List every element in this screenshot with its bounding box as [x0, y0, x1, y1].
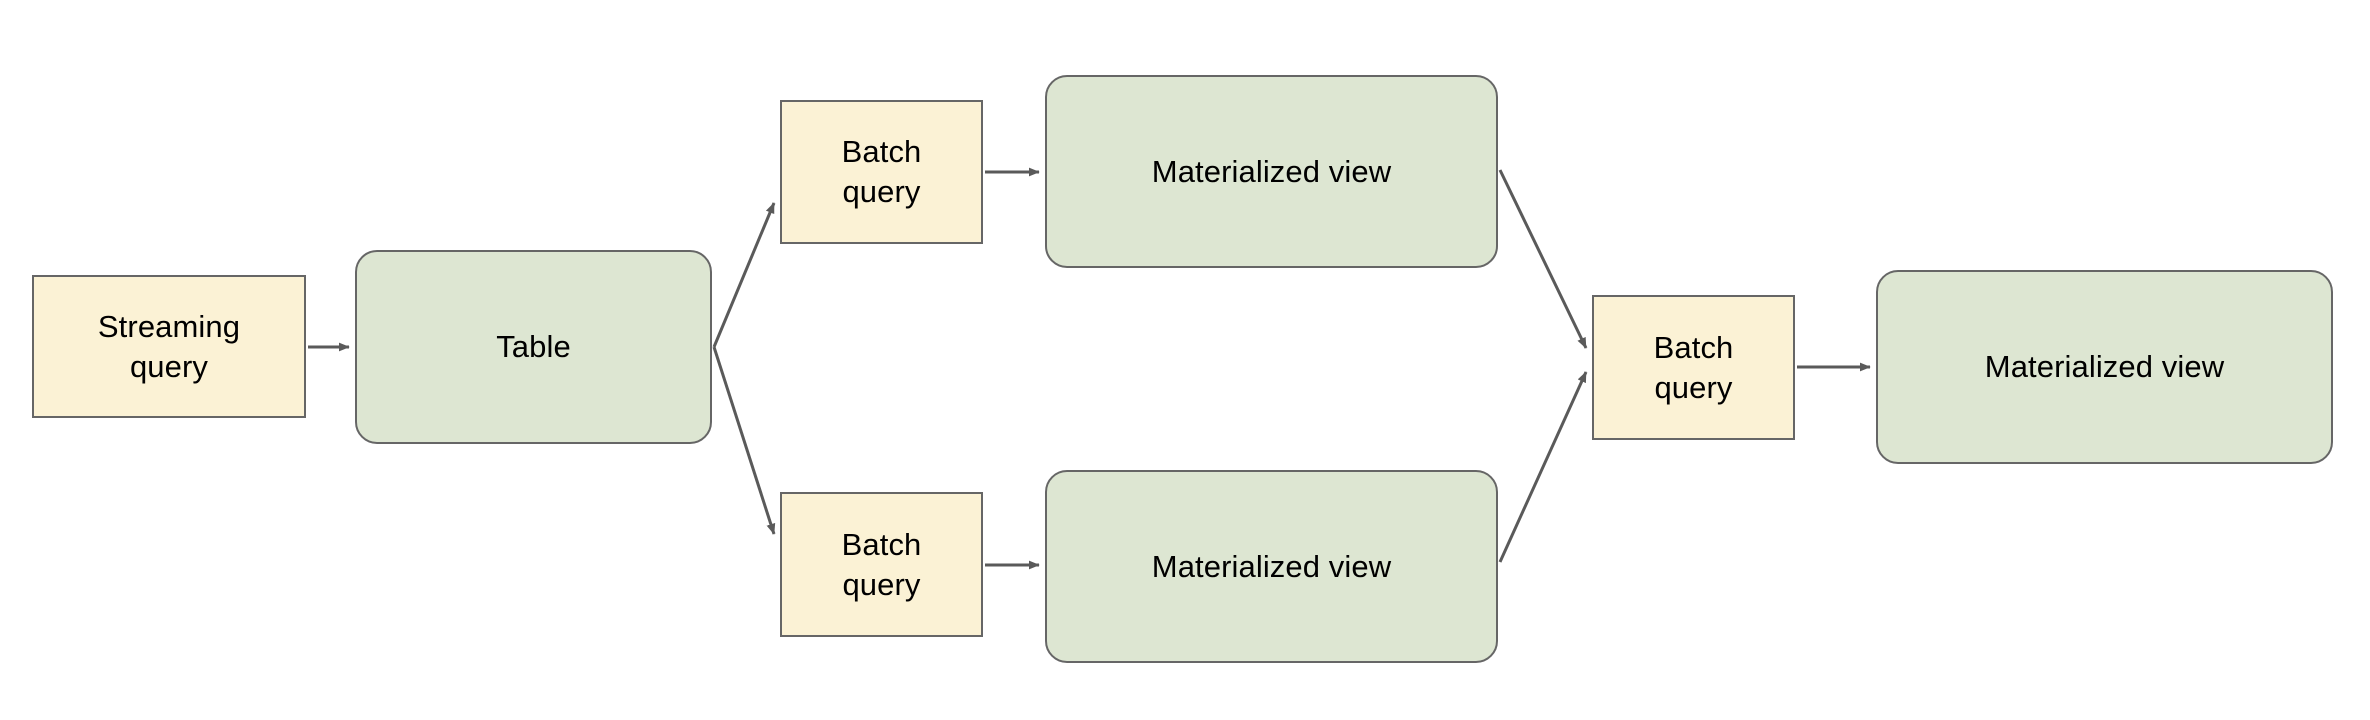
node-batch-query-top[interactable]: Batch query: [780, 100, 983, 244]
edge-table-to-batch-query-top: [712, 202, 776, 348]
node-materialized-view-bottom[interactable]: Materialized view: [1045, 470, 1498, 663]
edge-materialized-view-bottom-to-batch-query-final: [1498, 371, 1588, 563]
node-label-batch-query-top: Batch query: [841, 134, 922, 209]
edge-materialized-view-top-to-batch-query-final: [1498, 169, 1588, 349]
node-label-materialized-view-bottom: Materialized view: [1151, 548, 1392, 584]
node-label-batch-query-bottom: Batch query: [841, 526, 922, 602]
node-materialized-view-top[interactable]: Materialized view: [1045, 75, 1498, 268]
node-label-materialized-view-top: Materialized view: [1151, 153, 1392, 189]
node-table[interactable]: Table: [355, 250, 712, 444]
node-materialized-view-right[interactable]: Materialized view: [1876, 270, 2333, 464]
node-label-batch-query-final: Batch query: [1653, 329, 1734, 405]
node-batch-query-bottom[interactable]: Batch query: [780, 492, 983, 637]
edge-table-to-batch-query-bottom: [712, 346, 776, 535]
node-label-table: Table: [496, 329, 571, 365]
node-streaming-query[interactable]: Streaming query: [32, 275, 306, 418]
node-label-materialized-view-right: Materialized view: [1984, 349, 2225, 385]
node-label-streaming-query: Streaming query: [97, 308, 241, 384]
edges-group: [308, 167, 1871, 570]
node-batch-query-final[interactable]: Batch query: [1592, 295, 1795, 440]
